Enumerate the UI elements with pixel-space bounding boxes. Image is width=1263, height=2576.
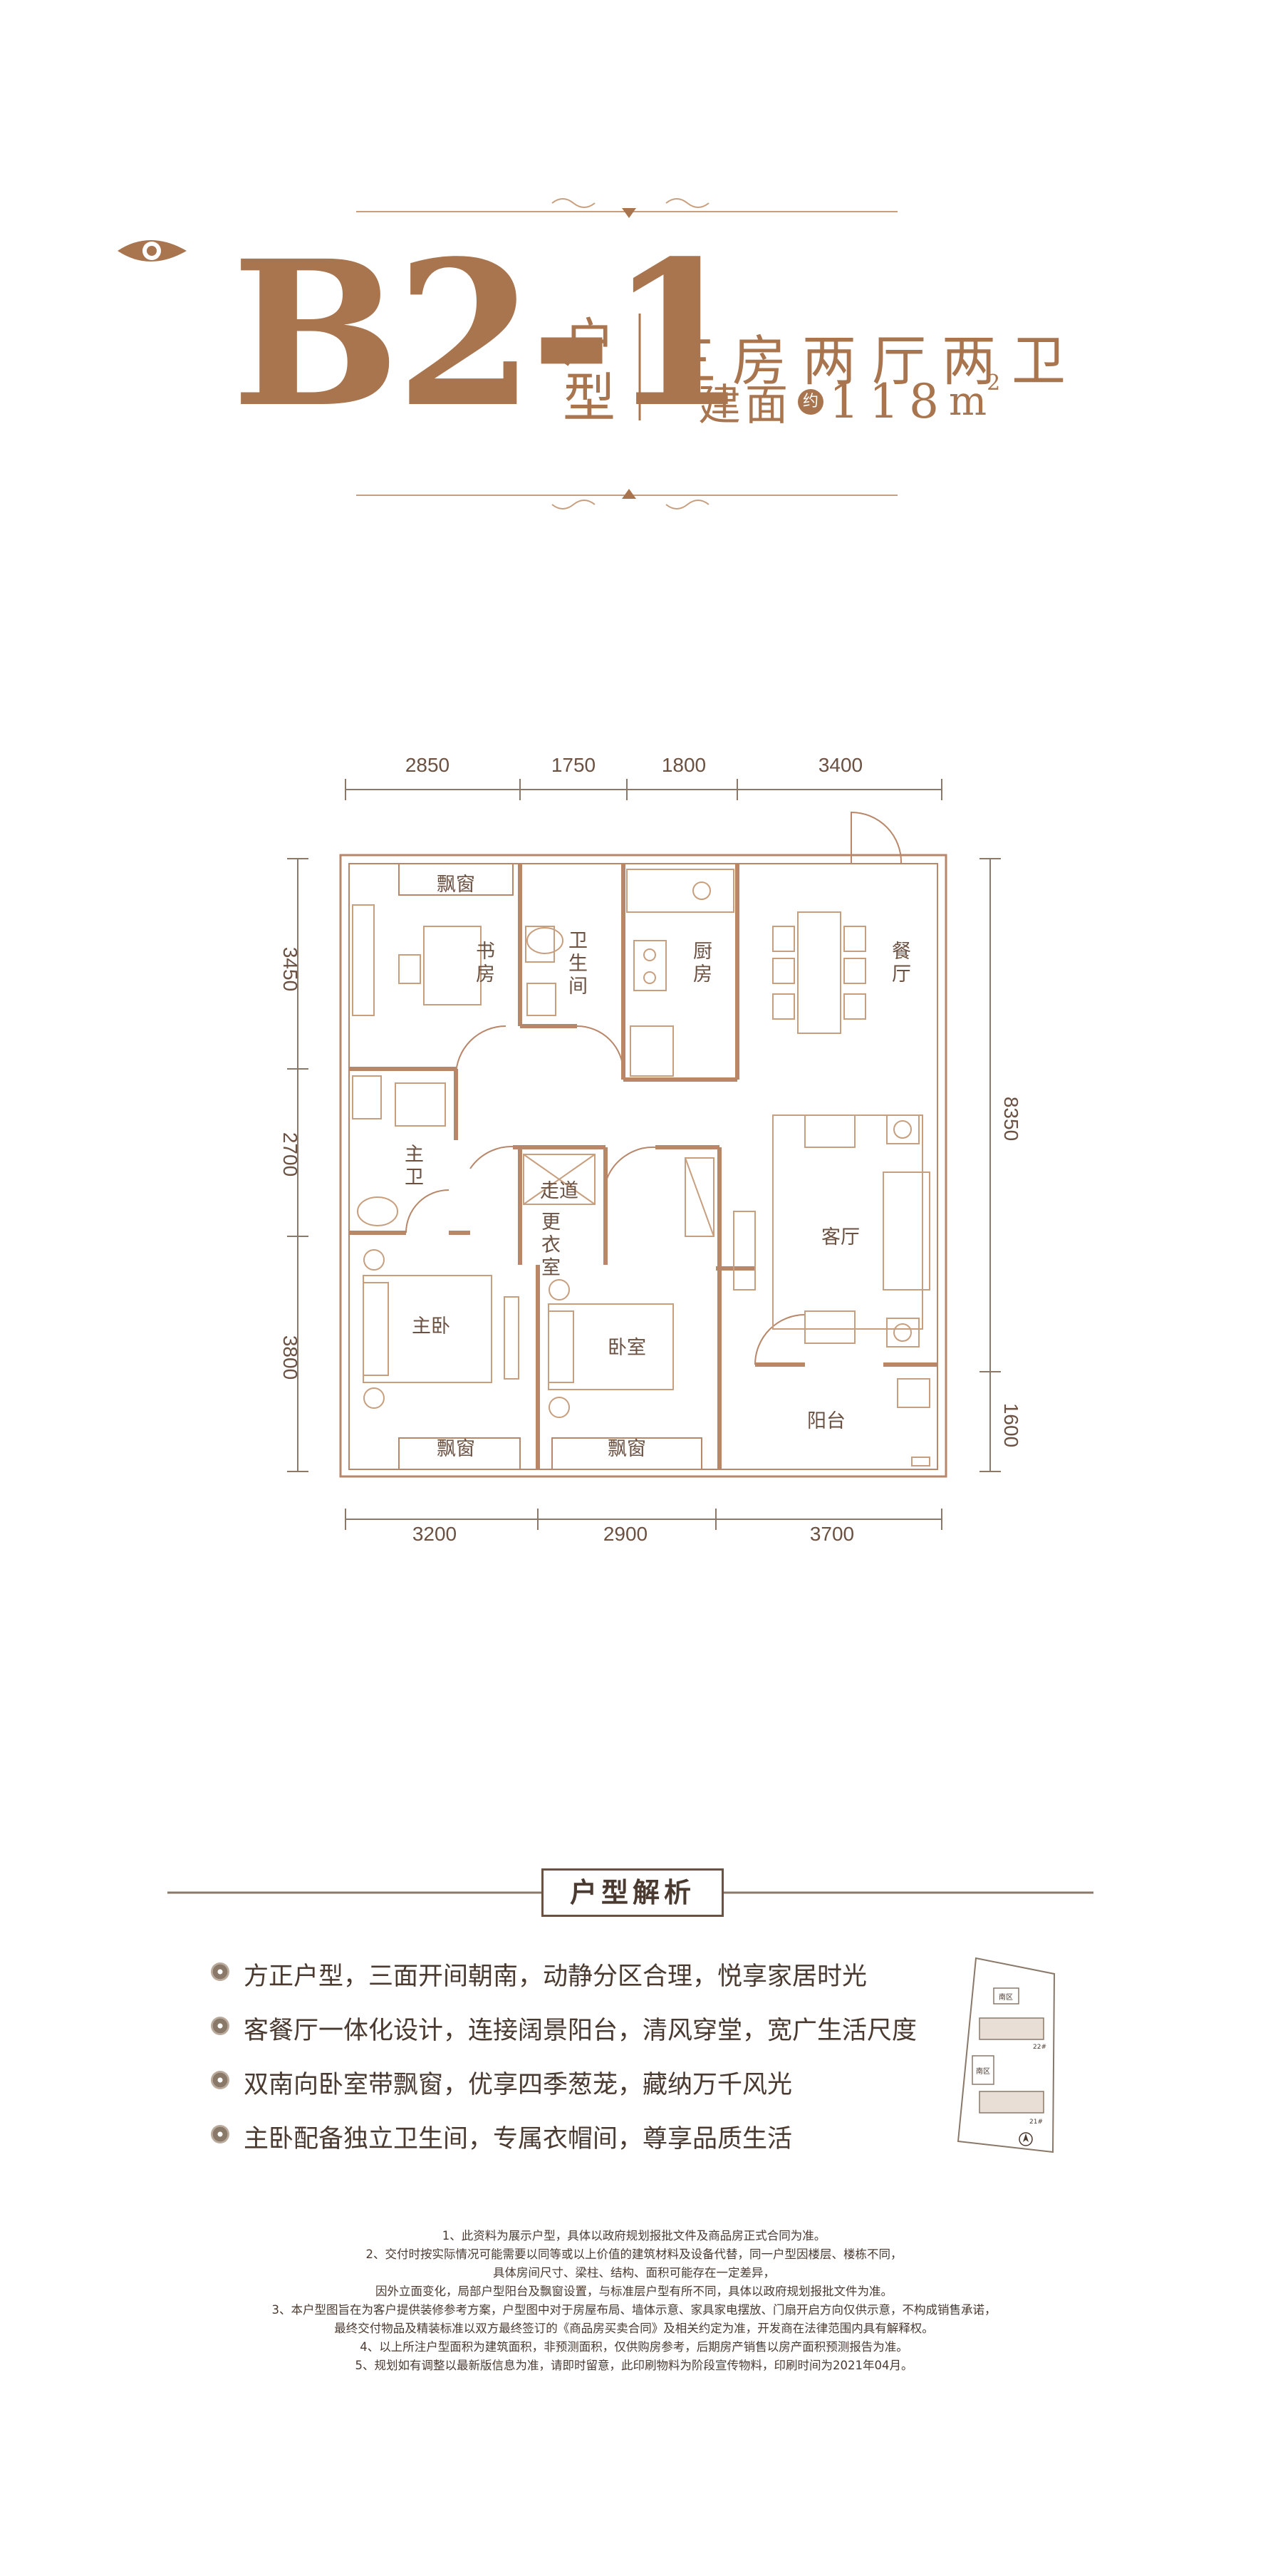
site-map: 南区 22# 南区 21#	[957, 1957, 1056, 2153]
label-kitchen: 厨房	[693, 941, 712, 986]
note-line: 4、以上所注户型面积为建筑面积，非预测面积，仅供购房参考，后期房产销售以房产面积…	[360, 2340, 908, 2354]
type-char-2: 型	[563, 368, 615, 429]
site-label-d: 21#	[1029, 2119, 1043, 2126]
bullet-icon	[211, 2071, 229, 2089]
label-master-bath: 主卫	[405, 1144, 424, 1189]
note-line: 最终交付物品及精装标准以双方最终签订的《商品房买卖合同》及相关约定为准，开发商在…	[334, 2322, 934, 2335]
dim-left-3: 3800	[279, 1335, 301, 1380]
floor-plan: 2850 1750 1800 3400 3200 2900 3700 3450 …	[279, 754, 1022, 1545]
label-bedroom: 卧室	[608, 1337, 646, 1359]
room-labels: 飘窗 飘窗 飘窗 走道 客厅 主卧 卧室 阳台	[412, 874, 860, 1460]
label-bay-window-bedroom: 飘窗	[608, 1438, 646, 1460]
furniture	[352, 869, 930, 1467]
layout-title: 三房两厅两卫	[662, 329, 1081, 393]
label-corridor: 走道	[540, 1180, 578, 1202]
label-bay-window-top: 飘窗	[437, 874, 475, 896]
dim-top-2: 1750	[551, 754, 596, 776]
note-line: 具体房间尺寸、梁柱、结构、面积可能存在一定差异，	[493, 2266, 775, 2280]
feature-1: 方正户型，三面开间朝南，动静分区合理，悦享家居时光	[244, 1962, 868, 1991]
dim-bottom-1: 3200	[412, 1523, 457, 1545]
note-line: 2、交付时按实际情况可能需要以同等或以上价值的建筑材料及设备代替，同一户型因楼层…	[365, 2247, 903, 2261]
dim-bottom-3: 3700	[810, 1523, 854, 1545]
disclaimer-notes: 1、此资料为展示户型，具体以政府规划报批文件及商品房正式合同为准。 2、交付时按…	[235, 2227, 1033, 2375]
type-char-1: 户	[563, 313, 615, 374]
site-label-b: 22#	[1033, 2044, 1046, 2051]
bullet-icon	[211, 2017, 229, 2035]
dimension-lines	[287, 779, 1001, 1530]
dim-left-2: 2700	[279, 1132, 301, 1176]
feature-3: 双南向卧室带飘窗，优享四季葱茏，藏纳万千风光	[244, 2071, 793, 2099]
feature-4: 主卧配备独立卫生间，专属衣帽间，尊享品质生活	[244, 2125, 793, 2153]
dim-bottom-2: 2900	[603, 1523, 648, 1545]
dim-top-1: 2850	[405, 754, 449, 776]
label-dining: 餐厅	[892, 941, 911, 986]
dim-top-3: 1800	[662, 754, 706, 776]
top-ornament	[356, 198, 898, 218]
feature-2: 客餐厅一体化设计，连接阔景阳台，清风穿堂，宽广生活尺度	[244, 2017, 918, 2045]
eye-icon	[118, 240, 187, 262]
bottom-ornament	[356, 489, 898, 509]
label-study: 书房	[476, 941, 495, 986]
area-label: 建面	[698, 381, 792, 430]
label-balcony: 阳台	[807, 1410, 846, 1432]
area-value: 118	[829, 374, 949, 429]
bullet-icon	[211, 1962, 229, 1981]
site-label-c: 南区	[976, 2067, 990, 2076]
dim-right-2: 1600	[1000, 1403, 1022, 1447]
label-living: 客厅	[821, 1226, 860, 1248]
unit-code: B2-1	[232, 217, 748, 452]
walls	[339, 811, 947, 1478]
site-label-a: 南区	[999, 1992, 1013, 2002]
header-decoration	[118, 198, 898, 509]
note-line: 5、规划如有调整以最新版信息为准，请即时留意，此印刷物料为阶段宣传物料，印刷时间…	[355, 2359, 913, 2372]
note-line: 1、此资料为展示户型，具体以政府规划报批文件及商品房正式合同为准。	[442, 2229, 826, 2243]
label-master-bedroom: 主卧	[412, 1315, 450, 1338]
area-unit-sup: 2	[987, 371, 1001, 395]
label-cloakroom: 更衣室	[541, 1211, 561, 1279]
note-line: 因外立面变化，局部户型阳台及飘窗设置，与标准层户型有所不同，具体以政府规划报批文…	[375, 2285, 893, 2298]
label-bay-window-master: 飘窗	[437, 1438, 475, 1460]
dim-top-4: 3400	[818, 754, 863, 776]
area-unit: m	[948, 378, 987, 425]
about-badge: 约	[798, 388, 823, 415]
dim-right-1: 8350	[1000, 1097, 1022, 1141]
bullet-icon	[211, 2125, 229, 2143]
note-line: 3、本户型图旨在为客户提供装修参考方案，户型图中对于房屋布局、墙体示意、家具家电…	[271, 2303, 997, 2317]
dim-left-1: 3450	[279, 947, 301, 991]
label-bathroom: 卫生间	[568, 930, 588, 998]
north-arrow-icon	[1019, 2132, 1033, 2146]
analysis-title: 户型解析	[541, 1868, 724, 1917]
